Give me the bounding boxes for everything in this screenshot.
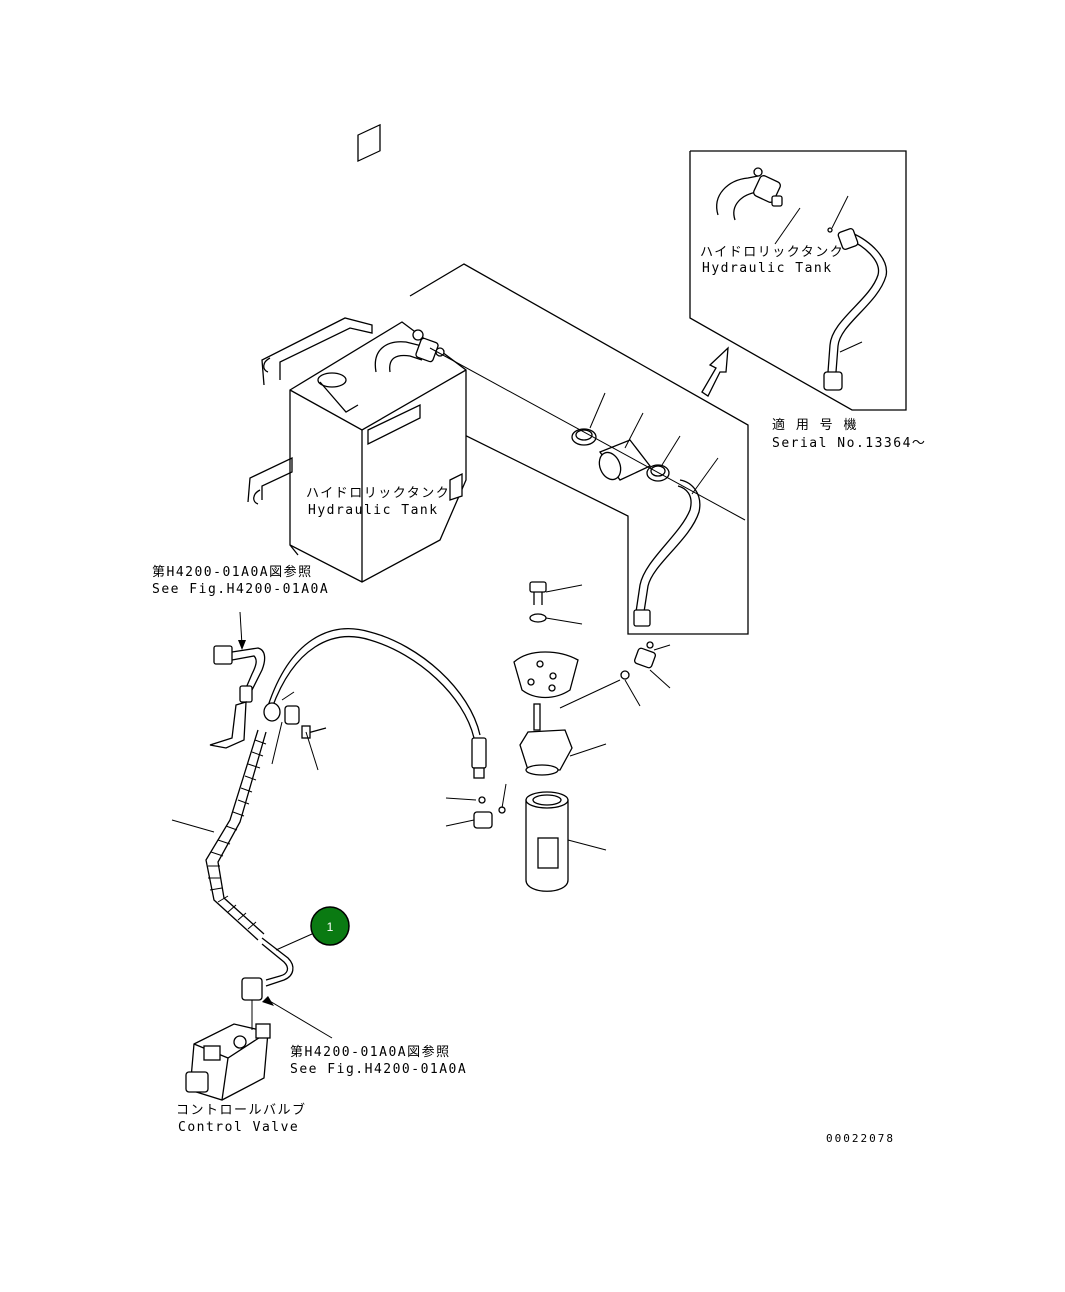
serial-label-en: Serial No.13364～	[772, 436, 926, 451]
tank-label-jp: ハイドロリックタンク	[306, 486, 450, 501]
tank-label: ハイドロリックタンク Hydraulic Tank	[306, 486, 450, 518]
valve-label-jp: コントロールバルブ	[176, 1102, 307, 1118]
hoses	[205, 628, 487, 1025]
callout-1-circle[interactable]	[310, 906, 350, 946]
ref-top-label: 第H4200-01A0A図参照 See Fig.H4200-01A0A	[152, 564, 329, 597]
serial-label: 適 用 号 機 Serial No.13364～	[772, 417, 926, 451]
arrow-icon	[701, 346, 729, 397]
control-valve	[185, 1018, 271, 1101]
hose-clamps-and-hose	[571, 392, 719, 627]
callout-1-number[interactable]: 1	[327, 920, 334, 934]
hydraulic-tank	[247, 123, 746, 583]
drawing-number: 00022078	[826, 1132, 895, 1145]
callout-1[interactable]: 1	[310, 906, 350, 946]
tank-label-en: Hydraulic Tank	[308, 503, 439, 518]
filter-assembly	[445, 581, 671, 892]
ref-bottom-label-jp: 第H4200-01A0A図参照	[290, 1044, 451, 1060]
ref-bottom-label-en: See Fig.H4200-01A0A	[290, 1062, 467, 1077]
inset-tank-label: ハイドロリックタンク Hydraulic Tank	[700, 245, 844, 276]
valve-label: コントロールバルブ Control Valve	[176, 1102, 307, 1135]
ref-bottom-label: 第H4200-01A0A図参照 See Fig.H4200-01A0A	[290, 1044, 467, 1077]
inset-tank-label-en: Hydraulic Tank	[702, 261, 833, 276]
ref-top-label-jp: 第H4200-01A0A図参照	[152, 564, 313, 580]
exploded-view-frame	[409, 263, 749, 635]
ref-top-label-en: See Fig.H4200-01A0A	[152, 582, 329, 597]
serial-label-jp: 適 用 号 機	[772, 417, 858, 433]
inset-detail	[689, 150, 907, 411]
valve-label-en: Control Valve	[178, 1120, 299, 1135]
spiral-guard	[208, 739, 267, 930]
inset-tank-label-jp: ハイドロリックタンク	[700, 245, 844, 260]
leader-lines	[171, 611, 333, 1039]
